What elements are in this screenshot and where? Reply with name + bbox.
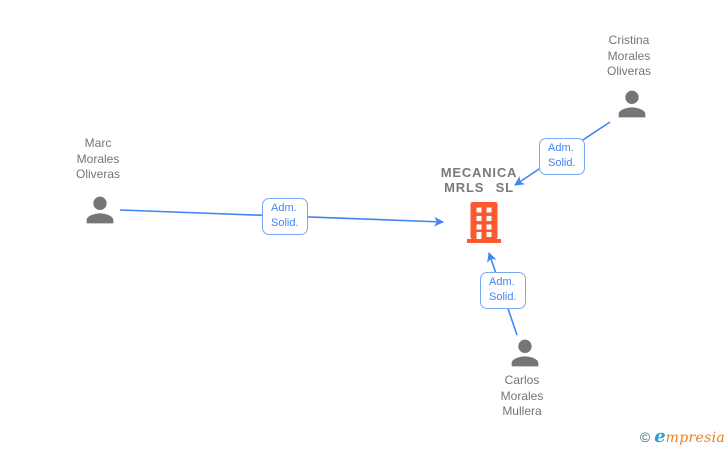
brand-rest: mpresia — [665, 430, 725, 446]
edge-label-line: Solid. — [489, 291, 517, 303]
edge-label-line: Solid. — [271, 217, 299, 229]
person-name-line: Mullera — [502, 404, 542, 418]
copyright-icon: © — [639, 429, 651, 445]
person-icon — [511, 339, 539, 367]
person-icon — [618, 90, 646, 118]
person-name-line: Oliveras — [75, 167, 120, 181]
edge-label-line: Adm. — [548, 142, 574, 154]
edge-label-carlos-adm-solid: Adm. Solid. — [480, 272, 526, 309]
company-node[interactable] — [466, 201, 502, 243]
person-name-line: Marc — [84, 136, 112, 150]
person-icon-carlos[interactable] — [505, 333, 545, 373]
company-name-line: MRLS SL — [444, 180, 514, 195]
person-icon-cristina[interactable] — [612, 84, 652, 124]
edge-label-marc-adm-solid: Adm. Solid. — [262, 198, 308, 235]
person-name-marc[interactable]: Marc Morales Oliveras — [38, 136, 158, 183]
person-name-line: Morales — [500, 388, 544, 403]
edge-label-line: Adm. — [489, 276, 515, 288]
person-name-cristina[interactable]: Cristina Morales Oliveras — [569, 33, 689, 80]
person-icon — [86, 196, 114, 224]
person-name-line: Morales — [76, 151, 120, 166]
person-name-carlos[interactable]: Carlos Morales Mullera — [462, 373, 582, 420]
company-name[interactable]: MECANICA MRLS SL — [399, 165, 559, 195]
brand-initial: e — [654, 426, 666, 447]
person-name-line: Cristina — [608, 33, 650, 47]
person-name-line: Carlos — [504, 373, 540, 387]
edge-label-line: Adm. — [271, 202, 297, 214]
building-icon — [467, 202, 501, 243]
person-icon-marc[interactable] — [80, 190, 120, 230]
company-name-line: MECANICA — [440, 165, 518, 180]
edge-label-cristina-adm-solid: Adm. Solid. — [539, 138, 585, 175]
empresia-logo[interactable]: ©empresia — [640, 426, 725, 447]
edge-label-line: Solid. — [548, 157, 576, 169]
person-name-line: Oliveras — [606, 64, 651, 78]
person-name-line: Morales — [607, 48, 651, 63]
